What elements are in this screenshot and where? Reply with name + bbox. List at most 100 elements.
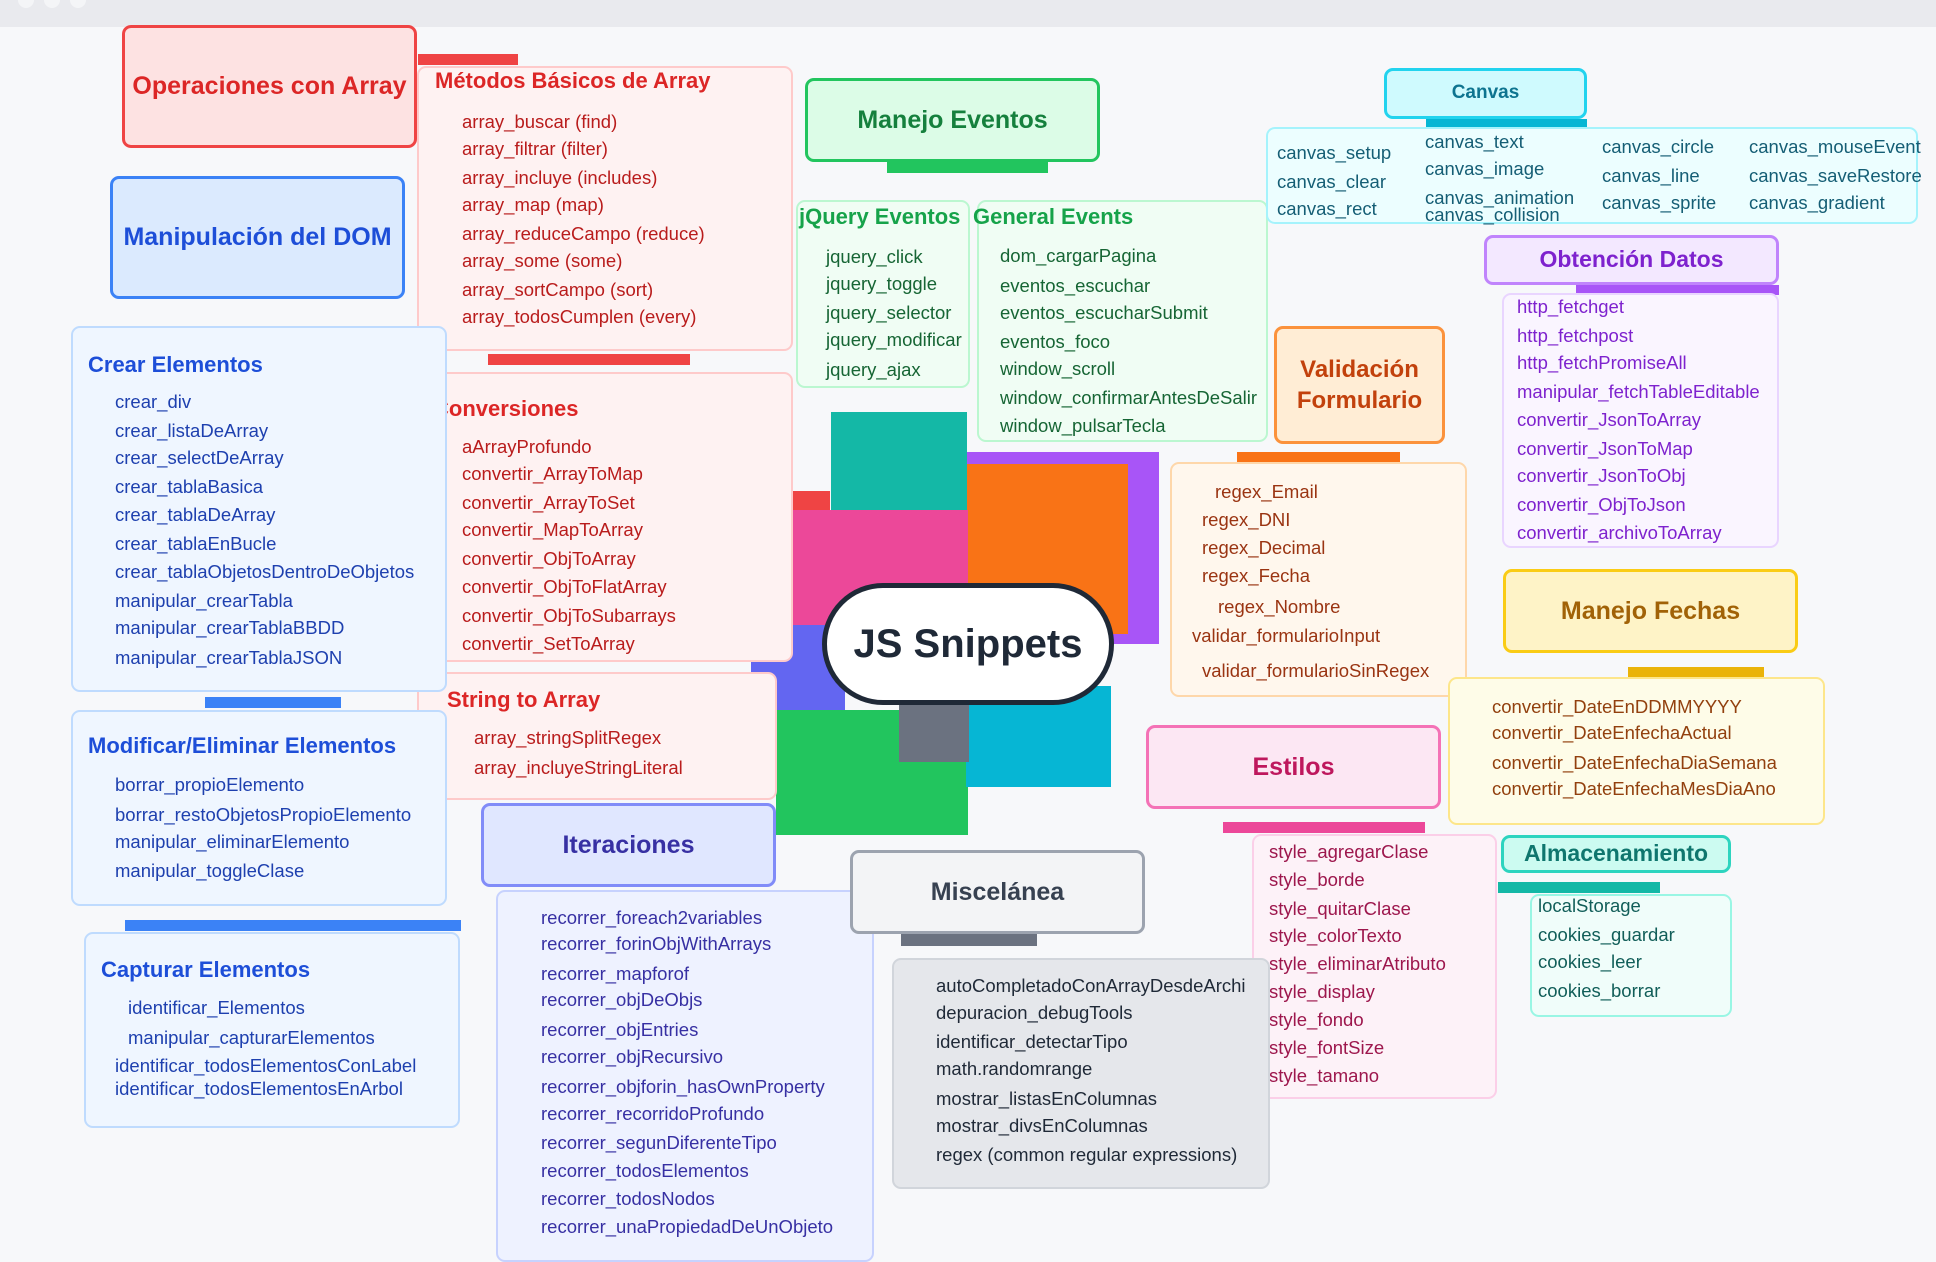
list-item[interactable]: recorrer_segunDiferenteTipo	[541, 1132, 777, 1153]
list-item[interactable]: convertir_ArrayToSet	[462, 492, 635, 513]
list-item[interactable]: canvas_saveRestore	[1749, 165, 1922, 186]
list-item[interactable]: regex_Fecha	[1202, 565, 1310, 586]
list-item[interactable]: style_fondo	[1269, 1009, 1364, 1030]
list-item[interactable]: convertir_JsonToObj	[1517, 465, 1686, 486]
list-item[interactable]: manipular_capturarElementos	[128, 1027, 375, 1048]
list-item[interactable]: convertir_DateEnfechaMesDiaAno	[1492, 778, 1776, 799]
list-item[interactable]: depuracion_debugTools	[936, 1002, 1133, 1023]
list-item[interactable]: manipular_crearTablaJSON	[115, 647, 343, 668]
topic-estilos[interactable]: Estilos	[1146, 725, 1441, 809]
list-item[interactable]: style_borde	[1269, 869, 1365, 890]
list-item[interactable]: dom_cargarPagina	[1000, 245, 1157, 266]
list-item[interactable]: convertir_archivoToArray	[1517, 522, 1722, 543]
list-item[interactable]: manipular_crearTabla	[115, 590, 293, 611]
window-close-dot[interactable]	[18, 0, 34, 8]
list-item[interactable]: cookies_leer	[1538, 951, 1642, 972]
list-item[interactable]: window_confirmarAntesDeSalir	[1000, 387, 1258, 408]
list-item[interactable]: recorrer_mapforof	[541, 963, 690, 984]
list-item[interactable]: canvas_gradient	[1749, 192, 1885, 213]
list-item[interactable]: array_filtrar (filter)	[462, 138, 608, 159]
list-item[interactable]: recorrer_forinObjWithArrays	[541, 933, 772, 954]
list-item[interactable]: mostrar_divsEnColumnas	[936, 1115, 1148, 1136]
list-item[interactable]: recorrer_todosElementos	[541, 1160, 749, 1181]
list-item[interactable]: recorrer_unaPropiedadDeUnObjeto	[541, 1216, 834, 1237]
list-item[interactable]: crear_tablaBasica	[115, 476, 264, 497]
list-item[interactable]: canvas_circle	[1602, 136, 1715, 157]
list-item[interactable]: convertir_DateEnfechaDiaSemana	[1492, 752, 1777, 773]
list-item[interactable]: style_display	[1269, 981, 1375, 1002]
list-item[interactable]: recorrer_objRecursivo	[541, 1046, 723, 1067]
list-item[interactable]: jquery_modificar	[826, 329, 962, 350]
topic-manipulacion-dom[interactable]: Manipulación del DOM	[110, 176, 405, 299]
list-item[interactable]: crear_listaDeArray	[115, 420, 269, 441]
list-item[interactable]: array_sortCampo (sort)	[462, 279, 654, 300]
topic-miscelanea[interactable]: Miscelánea	[850, 850, 1145, 934]
topic-obtencion-datos[interactable]: Obtención Datos	[1484, 235, 1779, 285]
list-item[interactable]: array_stringSplitRegex	[474, 727, 662, 748]
window-minimize-dot[interactable]	[44, 0, 60, 8]
list-item[interactable]: jquery_ajax	[826, 359, 921, 380]
list-item[interactable]: crear_tablaObjetosDentroDeObjetos	[115, 561, 415, 582]
list-item[interactable]: canvas_image	[1425, 158, 1545, 179]
list-item[interactable]: regex_Email	[1215, 481, 1318, 502]
list-item[interactable]: crear_tablaEnBucle	[115, 533, 277, 554]
list-item[interactable]: crear_tablaDeArray	[115, 504, 276, 525]
list-item[interactable]: aArrayProfundo	[462, 436, 592, 457]
list-item[interactable]: window_pulsarTecla	[1000, 415, 1166, 436]
list-item[interactable]: convertir_ObjToJson	[1517, 494, 1686, 515]
list-item[interactable]: manipular_fetchTableEditable	[1517, 381, 1760, 402]
list-item[interactable]: style_quitarClase	[1269, 898, 1411, 919]
list-item[interactable]: canvas_mouseEvent	[1749, 136, 1921, 157]
list-item[interactable]: convertir_ObjToFlatArray	[462, 576, 667, 597]
list-item[interactable]: canvas_text	[1425, 131, 1524, 152]
list-item[interactable]: convertir_MapToArray	[462, 519, 643, 540]
list-item[interactable]: array_buscar (find)	[462, 111, 618, 132]
list-item[interactable]: manipular_toggleClase	[115, 860, 305, 881]
list-item[interactable]: http_fetchpost	[1517, 325, 1634, 346]
list-item[interactable]: borrar_propioElemento	[115, 774, 305, 795]
list-item[interactable]: array_todosCumplen (every)	[462, 306, 697, 327]
list-item[interactable]: canvas_clear	[1277, 171, 1387, 192]
list-item[interactable]: recorrer_todosNodos	[541, 1188, 715, 1209]
list-item[interactable]: recorrer_objDeObjs	[541, 989, 703, 1010]
list-item[interactable]: array_reduceCampo (reduce)	[462, 223, 705, 244]
list-item[interactable]: convertir_ArrayToMap	[462, 463, 643, 484]
list-item[interactable]: crear_selectDeArray	[115, 447, 284, 468]
topic-canvas[interactable]: Canvas	[1384, 68, 1587, 119]
list-item[interactable]: eventos_escucharSubmit	[1000, 302, 1208, 323]
list-item[interactable]: regex_Decimal	[1202, 537, 1326, 558]
list-item[interactable]: manipular_crearTablaBBDD	[115, 617, 345, 638]
list-item[interactable]: canvas_collision	[1425, 204, 1560, 225]
list-item[interactable]: convertir_SetToArray	[462, 633, 635, 654]
list-item[interactable]: regex (common regular expressions)	[936, 1144, 1238, 1165]
list-item[interactable]: mostrar_listasEnColumnas	[936, 1088, 1158, 1109]
topic-manejo-fechas[interactable]: Manejo Fechas	[1503, 569, 1798, 653]
list-item[interactable]: convertir_DateEnfechaActual	[1492, 722, 1732, 743]
list-item[interactable]: validar_formularioInput	[1192, 625, 1381, 646]
list-item[interactable]: eventos_escuchar	[1000, 275, 1151, 296]
list-item[interactable]: style_tamano	[1269, 1065, 1380, 1086]
list-item[interactable]: canvas_sprite	[1602, 192, 1717, 213]
list-item[interactable]: array_incluyeStringLiteral	[474, 757, 683, 778]
list-item[interactable]: recorrer_objforin_hasOwnProperty	[541, 1076, 825, 1097]
list-item[interactable]: recorrer_recorridoProfundo	[541, 1103, 765, 1124]
list-item[interactable]: cookies_guardar	[1538, 924, 1675, 945]
list-item[interactable]: borrar_restoObjetosPropioElemento	[115, 804, 412, 825]
topic-validacion-formulario[interactable]: Validación Formulario	[1274, 326, 1445, 444]
list-item[interactable]: math.randomrange	[936, 1058, 1093, 1079]
list-item[interactable]: recorrer_objEntries	[541, 1019, 699, 1040]
central-topic[interactable]: JS Snippets	[822, 583, 1114, 705]
list-item[interactable]: canvas_rect	[1277, 198, 1377, 219]
topic-manejo-eventos[interactable]: Manejo Eventos	[805, 78, 1100, 162]
list-item[interactable]: canvas_animation	[1425, 187, 1575, 208]
list-item[interactable]: array_incluye (includes)	[462, 167, 658, 188]
list-item[interactable]: style_eliminarAtributo	[1269, 953, 1446, 974]
list-item[interactable]: manipular_eliminarElemento	[115, 831, 350, 852]
list-item[interactable]: cookies_borrar	[1538, 980, 1661, 1001]
list-item[interactable]: convertir_DateEnDDMMYYYY	[1492, 696, 1742, 717]
topic-almacenamiento[interactable]: Almacenamiento	[1501, 835, 1731, 873]
list-item[interactable]: jquery_selector	[826, 302, 952, 323]
list-item[interactable]: array_map (map)	[462, 194, 604, 215]
list-item[interactable]: autoCompletadoConArrayDesdeArchi	[936, 975, 1246, 996]
list-item[interactable]: style_colorTexto	[1269, 925, 1402, 946]
